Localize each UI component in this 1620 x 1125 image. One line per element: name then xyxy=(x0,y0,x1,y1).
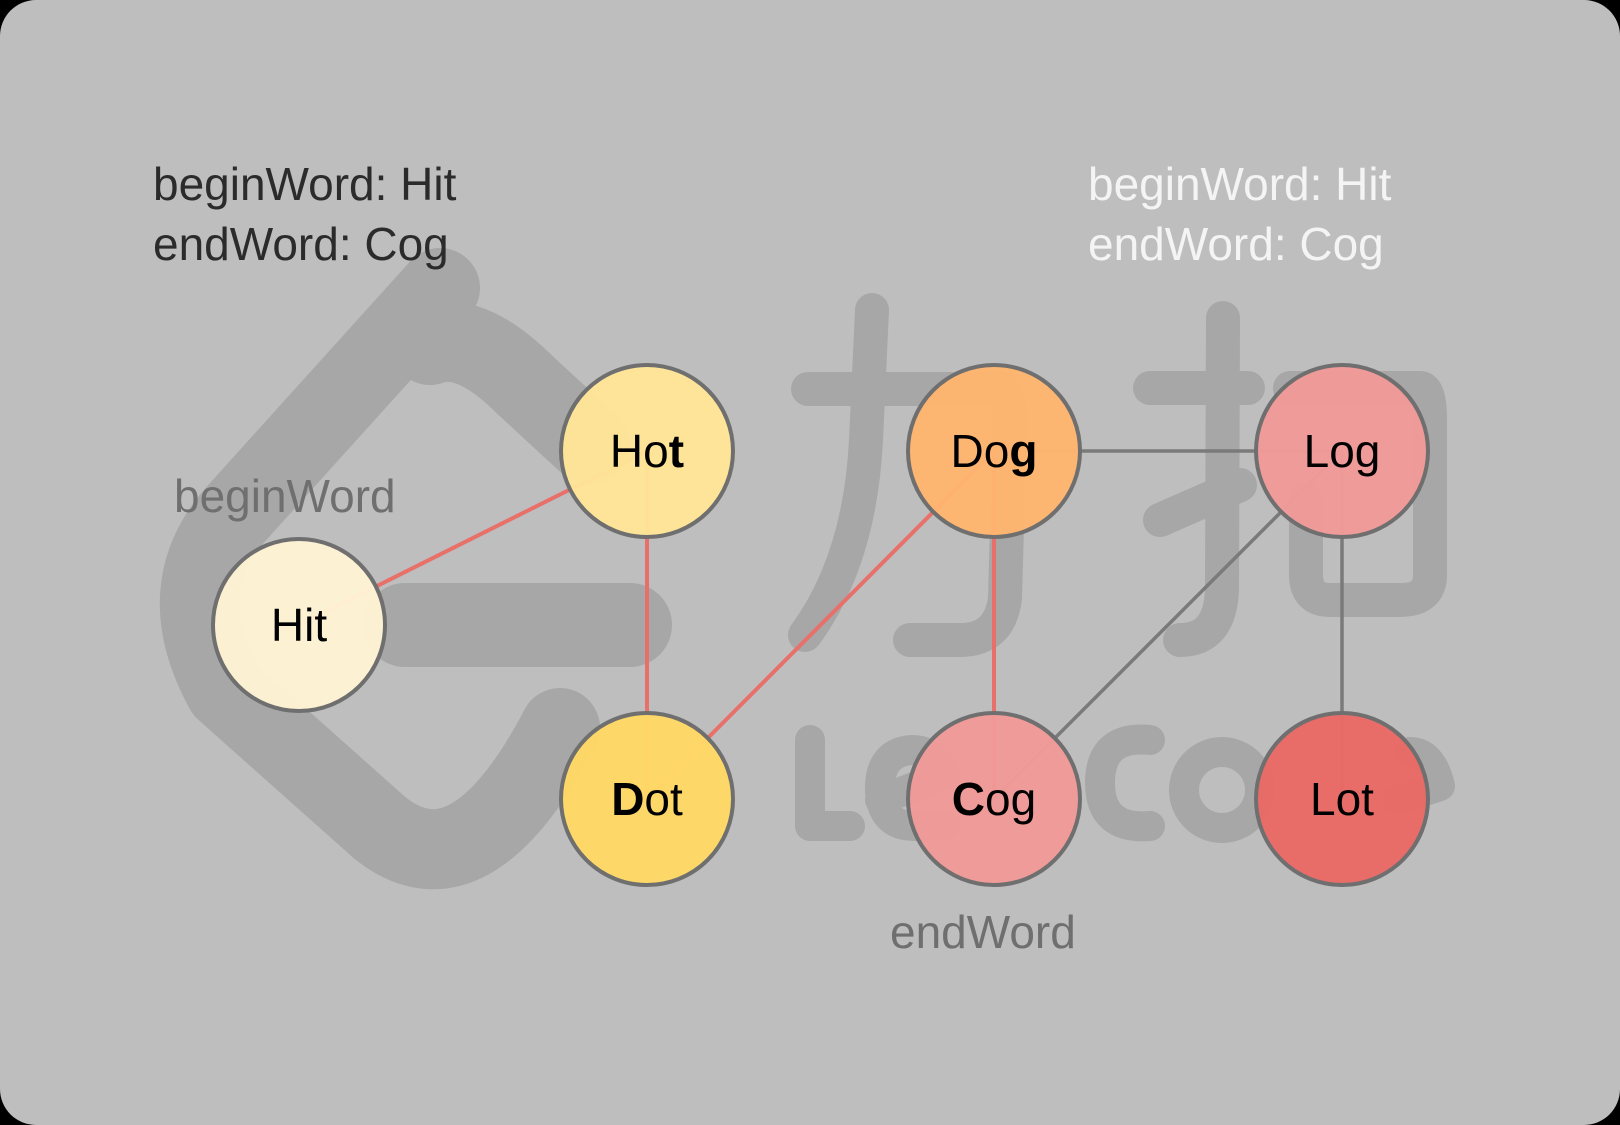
end-word-caption: endWord xyxy=(890,906,1076,958)
changed-letter: g xyxy=(1009,425,1037,477)
watermark-letter-o xyxy=(1169,737,1275,843)
node-circle xyxy=(559,363,735,539)
end-word-label: endWord: Cog xyxy=(1088,218,1384,270)
node-circle xyxy=(906,711,1082,887)
changed-letter: D xyxy=(611,773,644,825)
watermark-char-kou-box xyxy=(1273,371,1447,617)
logo-bracket-stroke xyxy=(159,248,600,890)
changed-letter: C xyxy=(952,773,985,825)
watermark-char-kou-stem xyxy=(1163,301,1240,657)
begin-word-label: beginWord: Hit xyxy=(1088,158,1392,210)
node-circle xyxy=(559,711,735,887)
logo-upper-stroke xyxy=(390,301,630,485)
node-label: Lot xyxy=(1310,773,1374,825)
node-label: Dot xyxy=(611,773,683,825)
node-label-part: Ho xyxy=(610,425,669,477)
node-label: Log xyxy=(1304,425,1381,477)
node-label-part: Log xyxy=(1304,425,1381,477)
node-circle xyxy=(211,537,387,713)
node-label-part: Hit xyxy=(271,599,327,651)
changed-letter: t xyxy=(669,425,684,477)
begin-word-label: beginWord: Hit xyxy=(153,158,457,210)
info-panel-left: beginWord: Hit endWord: Cog xyxy=(153,154,456,274)
node-label-part: Do xyxy=(951,425,1010,477)
node-hot: Hot xyxy=(559,363,735,539)
info-panel-right: beginWord: Hit endWord: Cog xyxy=(1088,154,1391,274)
node-label: Hot xyxy=(610,425,684,477)
node-label: Cog xyxy=(952,773,1036,825)
watermark-letter-L xyxy=(795,725,865,841)
end-word-label: endWord: Cog xyxy=(153,218,449,270)
node-lot: Lot xyxy=(1254,711,1430,887)
watermark-char-kou-tick xyxy=(1143,468,1257,537)
node-label: Hit xyxy=(271,599,327,651)
watermark-letter-C xyxy=(1085,724,1165,842)
begin-word-caption: beginWord xyxy=(174,470,396,522)
node-cog: Cog xyxy=(906,711,1082,887)
node-label-part: og xyxy=(985,773,1036,825)
node-circle xyxy=(906,363,1082,539)
node-circle xyxy=(1254,363,1430,539)
node-hit: Hit xyxy=(211,537,387,713)
node-circle xyxy=(1254,711,1430,887)
node-dog: Dog xyxy=(906,363,1082,539)
watermark-char-li-sweep xyxy=(788,293,889,652)
node-label: Dog xyxy=(951,425,1038,477)
node-label-part: Lot xyxy=(1310,773,1374,825)
leetcode-logo-watermark xyxy=(159,248,672,890)
node-label-part: ot xyxy=(644,773,683,825)
node-log: Log xyxy=(1254,363,1430,539)
node-dot: Dot xyxy=(559,711,735,887)
